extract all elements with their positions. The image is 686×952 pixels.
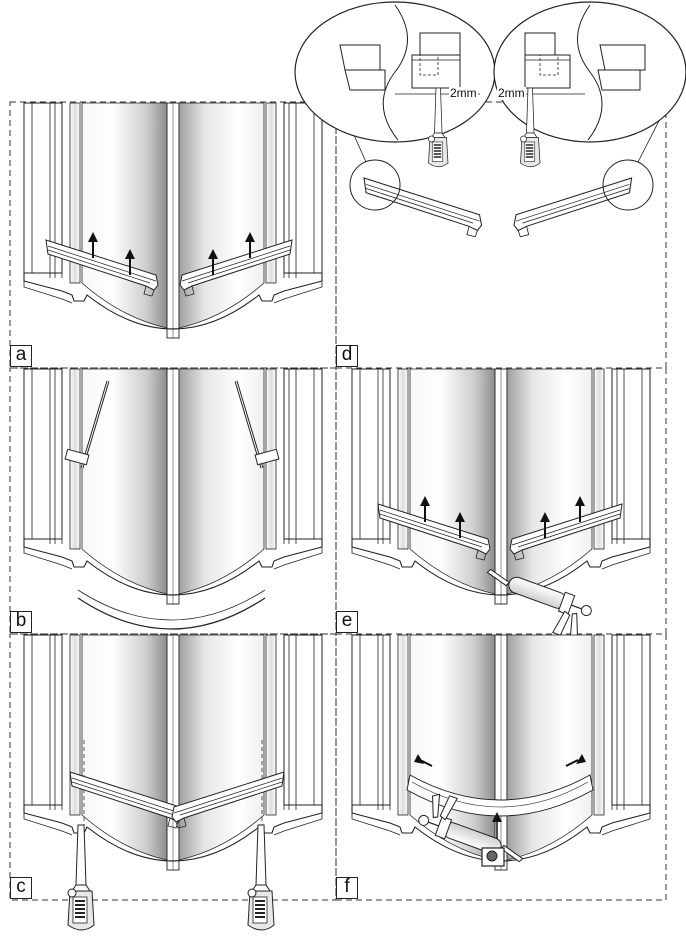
panel-label-d: d [336, 345, 358, 367]
panel-label-c: c [10, 877, 32, 899]
panel-e-drawing [337, 368, 665, 643]
panel-d-drawing [337, 103, 665, 367]
panel-label-a: a [10, 345, 32, 367]
panel-grid [9, 101, 667, 901]
gap-measurement-right: 2mm [497, 86, 526, 100]
panel-b-drawing [11, 368, 335, 633]
panel-label-b: b [10, 611, 32, 633]
gap-measurement-left: 2mm [449, 86, 478, 100]
panel-a-drawing [11, 102, 335, 367]
detail-bubble-left [294, 1, 496, 168]
panel-f-drawing [337, 634, 665, 899]
detail-bubble-right [493, 1, 686, 168]
panel-c-drawing [11, 634, 335, 931]
panel-label-f: f [336, 877, 358, 899]
panel-label-e: e [336, 611, 358, 633]
